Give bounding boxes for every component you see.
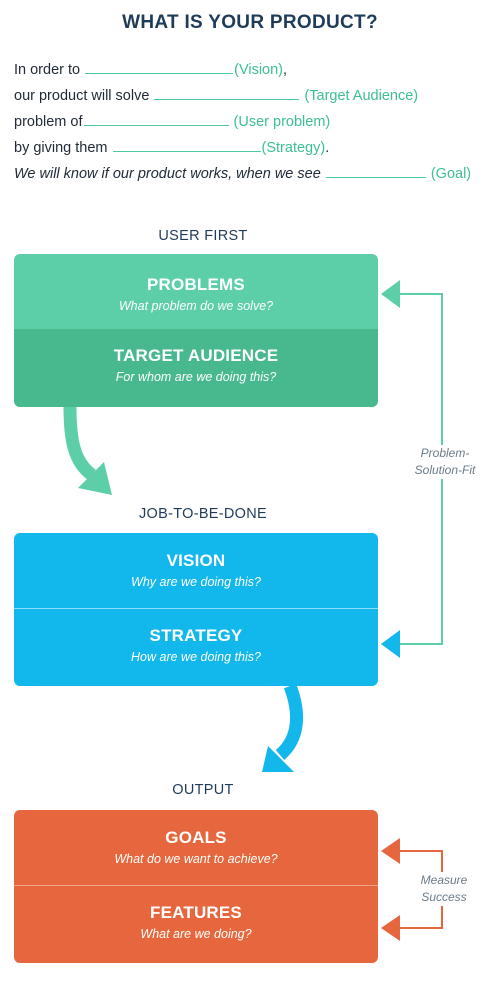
hint-goal: (Goal) [430, 166, 472, 182]
statement-text: by giving them [14, 140, 112, 156]
strategy-subtitle: How are we doing this? [131, 650, 261, 664]
statement-line-vision: In order to (Vision), [14, 62, 287, 78]
statement-text: In order to [14, 62, 85, 78]
ms-line2: Success [421, 890, 467, 904]
psf-arrow-top [381, 280, 400, 308]
statement-line-problem: problem of (User problem) [14, 114, 330, 130]
card-user-first: PROBLEMS What problem do we solve? TARGE… [14, 254, 378, 407]
hint-user-problem: (User problem) [233, 114, 331, 130]
ms-arrow-bottom [381, 915, 400, 941]
band-problems: PROBLEMS What problem do we solve? [14, 254, 378, 329]
card-output: GOALS What do we want to achieve? FEATUR… [14, 810, 378, 963]
band-strategy: STRATEGY How are we doing this? [14, 608, 378, 686]
statement-text: problem of [14, 114, 83, 130]
psf-line2: Solution-Fit [414, 463, 476, 477]
statement-line-strategy: by giving them (Strategy). [14, 140, 329, 156]
features-subtitle: What are we doing? [140, 927, 252, 941]
target-audience-subtitle: For whom are we doing this? [115, 370, 277, 384]
band-goals: GOALS What do we want to achieve? [14, 810, 378, 885]
goals-subtitle: What do we want to achieve? [114, 852, 278, 866]
curved-arrow-blue-head [262, 746, 294, 772]
blank-field[interactable] [83, 124, 229, 126]
blank-field[interactable] [154, 98, 300, 100]
hint-vision: (Vision) [234, 62, 284, 78]
blank-field[interactable] [325, 176, 426, 178]
goals-title: GOALS [165, 828, 227, 847]
blank-field[interactable] [112, 150, 261, 152]
statement-suffix: , [283, 62, 288, 78]
vision-subtitle: Why are we doing this? [131, 575, 261, 589]
statement-line-audience: our product will solve (Target Audience) [14, 88, 418, 104]
section-label-job-to-be-done: JOB-TO-BE-DONE [139, 506, 267, 522]
curved-arrow-green [63, 406, 97, 481]
card-job-to-be-done: VISION Why are we doing this? STRATEGY H… [14, 533, 378, 686]
statement-text: our product will solve [14, 88, 154, 104]
statement-line-goal: We will know if our product works, when … [14, 166, 471, 182]
hint-strategy: (Strategy) [261, 140, 326, 156]
statement-text: We will know if our product works, when … [14, 166, 325, 182]
hint-target-audience: (Target Audience) [304, 88, 419, 104]
curved-arrow-green-head [78, 462, 112, 495]
band-features: FEATURES What are we doing? [14, 885, 378, 963]
target-audience-title: TARGET AUDIENCE [113, 346, 279, 365]
problems-subtitle: What problem do we solve? [118, 299, 274, 313]
problems-title: PROBLEMS [147, 275, 245, 294]
statement-suffix: . [325, 140, 330, 156]
vision-title: VISION [166, 551, 226, 570]
ms-line1: Measure [420, 873, 468, 887]
band-target-audience: TARGET AUDIENCE For whom are we doing th… [14, 329, 378, 407]
ms-arrow-top [381, 838, 400, 864]
band-vision: VISION Why are we doing this? [14, 533, 378, 608]
page-title: WHAT IS YOUR PRODUCT? [122, 12, 378, 33]
features-title: FEATURES [150, 903, 242, 922]
problem-solution-fit-label: Problem- Solution-Fit [404, 445, 486, 479]
psf-line1: Problem- [420, 446, 470, 460]
curved-arrow-blue [275, 683, 304, 760]
blank-field[interactable] [85, 72, 234, 74]
measure-success-label: Measure Success [412, 872, 476, 906]
psf-arrow-bottom [381, 630, 400, 658]
strategy-title: STRATEGY [149, 626, 243, 645]
section-label-output: OUTPUT [172, 782, 234, 798]
section-label-user-first: USER FIRST [158, 228, 248, 244]
